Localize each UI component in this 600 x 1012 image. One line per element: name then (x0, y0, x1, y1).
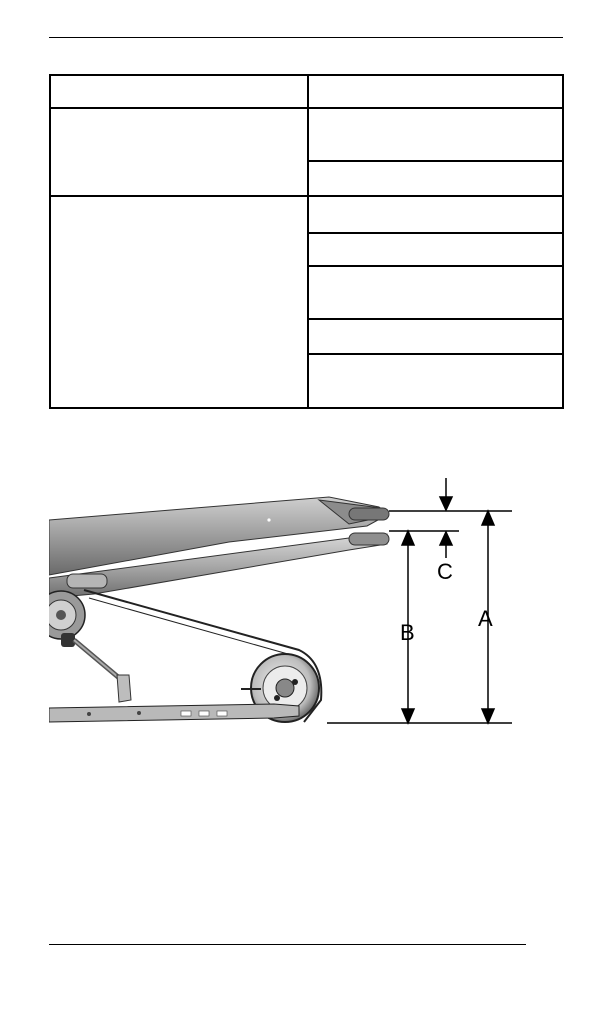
table-row-divider (307, 353, 562, 355)
track-belt (83, 589, 323, 723)
table-cell (309, 267, 562, 318)
bottom-rule (49, 944, 526, 945)
dimension-a-label: A (478, 606, 493, 631)
table-group-divider (51, 195, 562, 197)
slide-rail (49, 703, 300, 723)
table-cell (309, 162, 562, 195)
dimension-b-arrowhead-bottom (400, 708, 416, 725)
table-header-cell (309, 76, 562, 107)
table-column-divider (307, 76, 309, 407)
dimension-a-arrowhead-bottom (480, 708, 496, 725)
measurement-guides (327, 478, 512, 725)
spec-table (49, 74, 564, 409)
dimension-b-arrowhead-top (400, 529, 416, 546)
dimension-c-arrowhead-top (438, 496, 454, 512)
table-group-label (51, 197, 307, 407)
suspension-measurement-figure: A B C (49, 470, 529, 730)
table-header-divider (51, 107, 562, 109)
table-cell (309, 320, 562, 353)
dimension-a-arrowhead-top (480, 509, 496, 526)
suspension-diagram: A B C (49, 478, 512, 725)
drive-sprocket (49, 590, 86, 647)
dimension-c-arrowhead-bottom (438, 530, 454, 546)
table-cell (309, 355, 562, 407)
shock-linkage (72, 638, 132, 703)
table-header-cell (51, 76, 307, 107)
table-row-divider (307, 160, 562, 162)
table-cell (309, 109, 562, 160)
dimension-b-label: B (400, 620, 415, 645)
table-row-divider (307, 232, 562, 234)
dimension-c-label: C (437, 559, 453, 584)
table-group-label (51, 109, 307, 195)
table-cell (309, 234, 562, 265)
table-row-divider (307, 318, 562, 320)
table-row-divider (307, 265, 562, 267)
table-cell (309, 197, 562, 232)
tunnel-rail (49, 496, 390, 576)
top-rule (49, 37, 563, 38)
